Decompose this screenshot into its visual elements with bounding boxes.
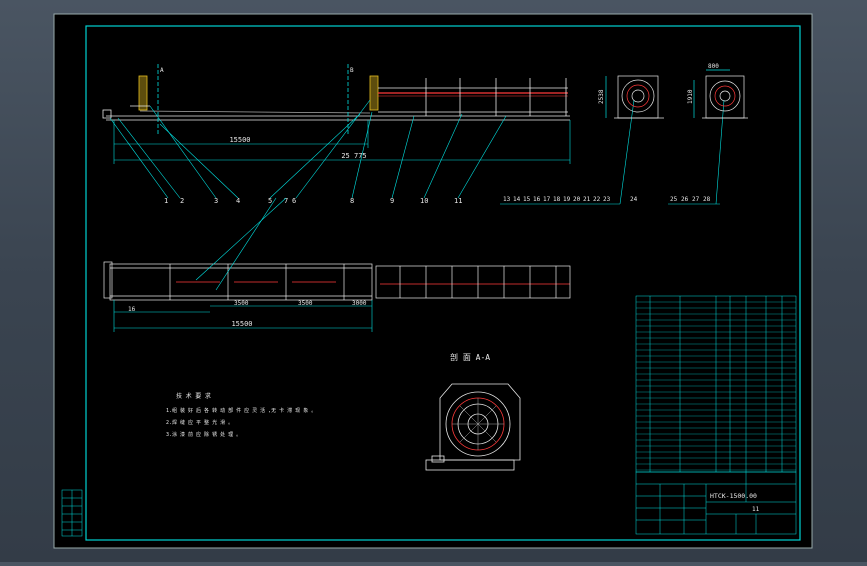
section-mark-a: A — [160, 67, 164, 74]
end-view-right-width: 800 — [708, 63, 719, 70]
notes-title: 技 术 要 求 — [176, 392, 211, 400]
section-aa-label: 剖 面 A-A — [450, 352, 490, 362]
balloon-17: 17 — [543, 196, 551, 203]
balloon-26: 26 — [681, 196, 689, 203]
balloon-19: 19 — [563, 196, 571, 203]
balloon-22: 22 — [593, 196, 601, 203]
plan-dim-total: 15500 — [231, 320, 252, 328]
balloon-labels: 1 2 3 4 5 7 6 8 9 10 11 — [164, 197, 462, 205]
title-block — [635, 471, 797, 535]
title-block-code-suffix: 11 — [752, 506, 760, 513]
balloon-8: 8 — [350, 197, 354, 205]
note-3: 3.涂 漆 前 应 除 锈 处 理 。 — [166, 431, 241, 438]
balloon-2: 2 — [180, 197, 184, 205]
end-view-left — [605, 75, 664, 119]
balloon-leaders — [109, 99, 725, 205]
balloon-3: 3 — [214, 197, 218, 205]
balloon-24: 24 — [630, 196, 638, 203]
dim-front-elevation: 15500 — [229, 136, 250, 144]
balloon-10: 10 — [420, 197, 428, 205]
balloon-1: 1 — [164, 197, 168, 205]
balloon-23: 23 — [603, 196, 611, 203]
plan-dimensions — [113, 300, 373, 332]
balloon-15: 15 — [523, 196, 531, 203]
section-mark-b: B — [350, 67, 354, 74]
balloon-27: 27 — [692, 196, 700, 203]
balloon-7: 7 — [284, 197, 288, 205]
elevation-view — [102, 64, 570, 134]
balloon-labels-right: 13 14 15 16 17 18 19 20 21 22 23 24 25 2… — [503, 196, 711, 203]
plan-dim-span-2: 3500 — [298, 300, 313, 307]
balloon-14: 14 — [513, 196, 521, 203]
balloon-28: 28 — [703, 196, 711, 203]
note-1: 1.组 装 好 后 各 转 动 部 件 应 灵 活 ,无 卡 滞 现 象 。 — [166, 407, 316, 414]
dim-total-elevation: 25 775 — [341, 152, 366, 160]
end-view-right-height: 1910 — [687, 89, 694, 104]
balloon-18: 18 — [553, 196, 561, 203]
parts-list-rows — [636, 301, 796, 471]
section-aa-spokes — [452, 398, 504, 450]
plan-dim-span-3: 3000 — [352, 300, 367, 307]
balloon-6: 6 — [292, 197, 296, 205]
title-block-code: HTCK-1500.00 — [710, 492, 757, 500]
drawing-sheet — [53, 13, 813, 549]
balloon-9: 9 — [390, 197, 394, 205]
plan-view — [103, 261, 571, 301]
balloon-13: 13 — [503, 196, 511, 203]
elevation-dimensions — [113, 120, 571, 164]
plan-dim-span-1: 3500 — [234, 300, 249, 307]
end-view-right — [693, 69, 748, 119]
balloon-11: 11 — [454, 197, 462, 205]
end-view-left-height: 2538 — [598, 89, 605, 104]
note-2: 2.焊 缝 应 平 整 光 滑 。 — [166, 419, 233, 426]
plan-leaders — [195, 197, 287, 291]
balloon-4: 4 — [236, 197, 240, 205]
drawing-frame — [85, 25, 801, 541]
balloon-5: 5 — [268, 197, 272, 205]
parts-list — [635, 295, 797, 473]
plan-dim-lead: 16 — [128, 306, 136, 313]
balloon-16: 16 — [533, 196, 541, 203]
balloon-20: 20 — [573, 196, 581, 203]
balloon-25: 25 — [670, 196, 678, 203]
balloon-21: 21 — [583, 196, 591, 203]
revision-block — [61, 489, 83, 537]
